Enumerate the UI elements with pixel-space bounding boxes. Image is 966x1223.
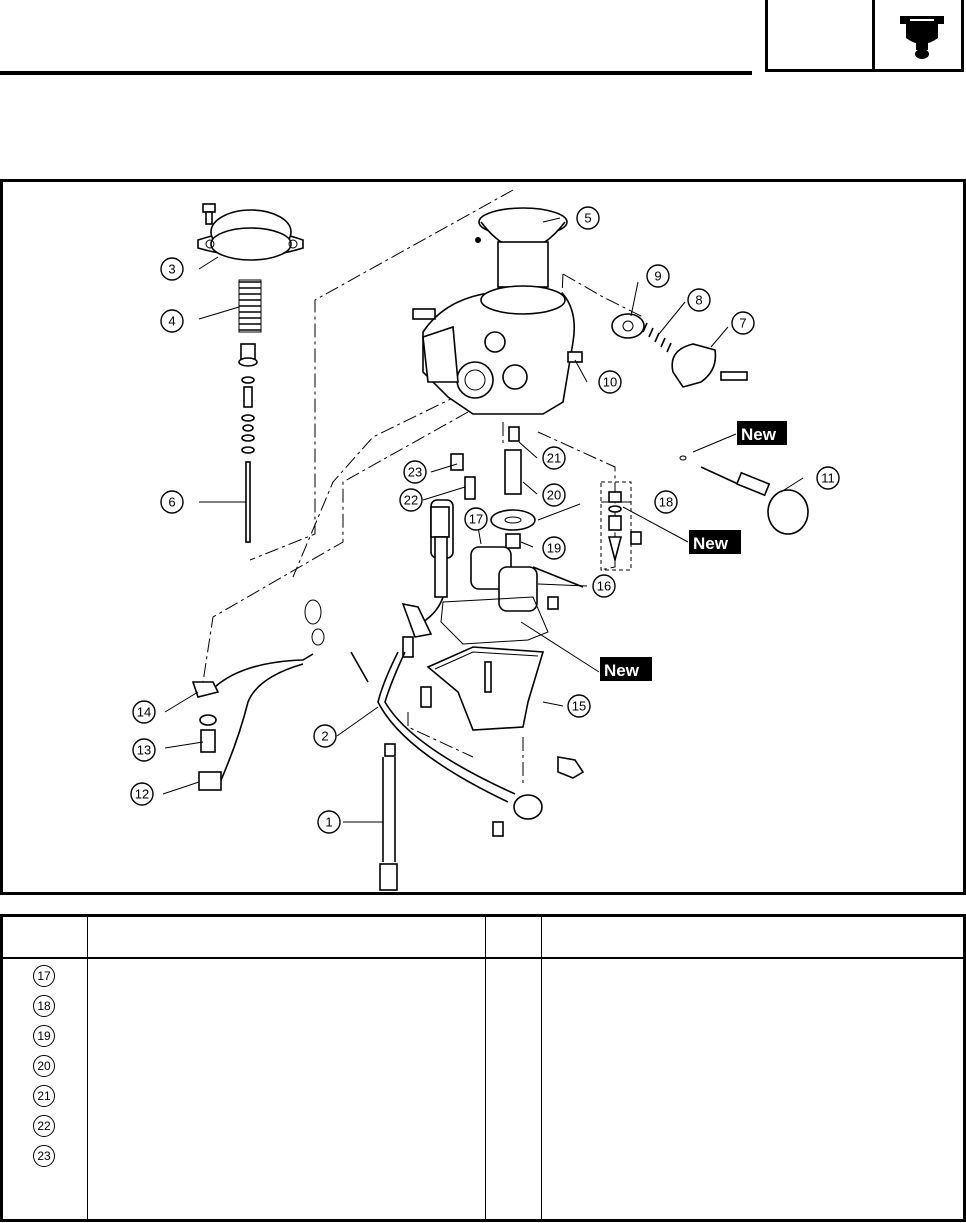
- cap-spring: [238, 279, 262, 333]
- parts-table: 17 18 19 20 21 22 23: [0, 914, 966, 1222]
- svg-text:New: New: [604, 661, 640, 680]
- callout-1: 1: [317, 810, 341, 834]
- callout-7: 7: [731, 311, 755, 335]
- part-number: 20: [33, 1055, 55, 1077]
- callout-20: 20: [542, 483, 566, 507]
- callout-6: 6: [160, 490, 184, 514]
- callout-16: 16: [592, 574, 616, 598]
- table-column-divider: [485, 917, 486, 1219]
- jet-needle-assembly: [238, 343, 258, 543]
- svg-text:8: 8: [695, 293, 702, 308]
- svg-text:13: 13: [137, 743, 151, 758]
- carburetor-cap: [197, 209, 304, 261]
- callout-22: 22: [399, 488, 423, 512]
- starter-plunger: [679, 455, 809, 535]
- part-number: 21: [33, 1085, 55, 1107]
- svg-text:1: 1: [325, 815, 332, 830]
- table-column-divider: [87, 917, 88, 1219]
- svg-text:16: 16: [597, 579, 611, 594]
- svg-text:23: 23: [408, 465, 422, 480]
- header-rule: [0, 71, 752, 75]
- cable-and-hose: [304, 599, 543, 891]
- svg-text:New: New: [741, 425, 777, 444]
- svg-text:21: 21: [547, 451, 561, 466]
- new-badge-needle-valve: New: [689, 530, 741, 554]
- svg-text:6: 6: [168, 495, 175, 510]
- table-row: 17: [33, 961, 55, 991]
- sensor-harness: [191, 506, 450, 791]
- section-tab: [765, 0, 964, 72]
- callout-9: 9: [646, 264, 670, 288]
- diaphragm: [475, 207, 568, 288]
- svg-text:New: New: [693, 534, 729, 553]
- svg-text:3: 3: [168, 262, 175, 277]
- cap-screw: [202, 203, 216, 225]
- part-number: 23: [33, 1145, 55, 1167]
- table-row: 20: [33, 1051, 55, 1081]
- svg-text:14: 14: [137, 705, 151, 720]
- float-chamber: [402, 636, 585, 779]
- svg-text:11: 11: [821, 471, 835, 486]
- svg-text:9: 9: [654, 269, 661, 284]
- callout-13: 13: [132, 738, 156, 762]
- callout-19: 19: [542, 536, 566, 560]
- callout-21: 21: [542, 446, 566, 470]
- table-header-rule: [3, 957, 963, 959]
- callout-5: 5: [576, 206, 600, 230]
- callout-3: 3: [160, 257, 184, 281]
- leader-lines: [162, 217, 804, 823]
- table-row: 19: [33, 1021, 55, 1051]
- part-number: 18: [33, 995, 55, 1017]
- svg-text:18: 18: [659, 495, 673, 510]
- part-number: 17: [33, 965, 55, 987]
- callout-10: 10: [598, 370, 622, 394]
- callout-12: 12: [130, 782, 154, 806]
- exploded-parts-diagram: 1 2 3 4 5 6 7 8 9 10 11 12 13 14 15 16 1…: [0, 179, 966, 895]
- carburetor-icon: [900, 16, 944, 59]
- callout-23: 23: [403, 460, 427, 484]
- svg-text:15: 15: [572, 699, 586, 714]
- callout-2: 2: [313, 724, 337, 748]
- carburetor-exploded-view: 1 2 3 4 5 6 7 8 9 10 11 12 13 14 15 16 1…: [130, 189, 840, 891]
- svg-text:4: 4: [168, 314, 175, 329]
- needle-valve-group: [600, 481, 642, 571]
- callout-15: 15: [567, 694, 591, 718]
- svg-text:5: 5: [584, 211, 591, 226]
- svg-text:20: 20: [547, 488, 561, 503]
- jet-assembly: [450, 426, 536, 549]
- accelerator-pump-assembly: [611, 313, 748, 388]
- callout-17: 17: [464, 507, 488, 531]
- svg-text:22: 22: [404, 493, 418, 508]
- part-number: 19: [33, 1025, 55, 1047]
- table-row: 23: [33, 1141, 55, 1171]
- tab-divider: [872, 0, 875, 69]
- callout-11: 11: [816, 466, 840, 490]
- table-row: 18: [33, 991, 55, 1021]
- table-row: 21: [33, 1081, 55, 1111]
- callout-4: 4: [160, 309, 184, 333]
- svg-text:17: 17: [469, 512, 483, 527]
- svg-text:19: 19: [547, 541, 561, 556]
- new-badge-oring: New: [737, 421, 787, 445]
- part-number: 22: [33, 1115, 55, 1137]
- float-chamber-gasket: [440, 596, 549, 645]
- svg-text:7: 7: [739, 316, 746, 331]
- table-row: 22: [33, 1111, 55, 1141]
- callout-14: 14: [132, 700, 156, 724]
- new-badge-gasket: New: [600, 657, 652, 681]
- carburetor-body: [412, 285, 583, 415]
- part-number-list: 17 18 19 20 21 22 23: [33, 961, 55, 1171]
- callout-8: 8: [687, 288, 711, 312]
- svg-text:2: 2: [321, 729, 328, 744]
- svg-text:10: 10: [603, 375, 617, 390]
- table-column-divider: [541, 917, 542, 1219]
- callout-18: 18: [654, 490, 678, 514]
- svg-text:12: 12: [135, 787, 149, 802]
